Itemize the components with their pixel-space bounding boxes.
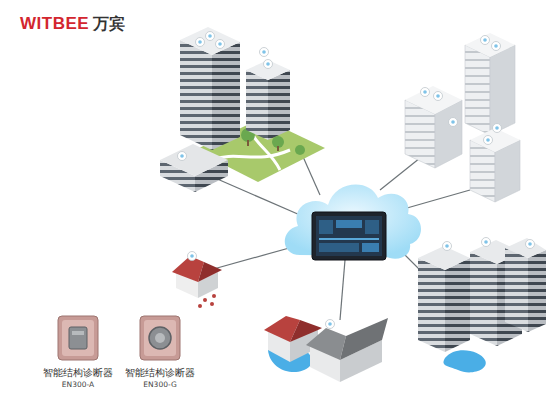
device-name: 智能结构诊断器 <box>110 367 210 380</box>
device-name: 智能结构诊断器 <box>28 367 128 380</box>
device-icon <box>55 314 101 364</box>
logo-text: WITBEE <box>20 14 89 34</box>
logo-text: 万宾 <box>93 14 125 35</box>
model-number: EN300-G <box>110 380 210 389</box>
device-icon <box>137 314 183 364</box>
model-number: EN300-A <box>28 380 128 389</box>
device-node: 智能结构诊断器EN300-A <box>28 314 128 389</box>
device-node: 智能结构诊断器EN300-G <box>110 314 210 389</box>
